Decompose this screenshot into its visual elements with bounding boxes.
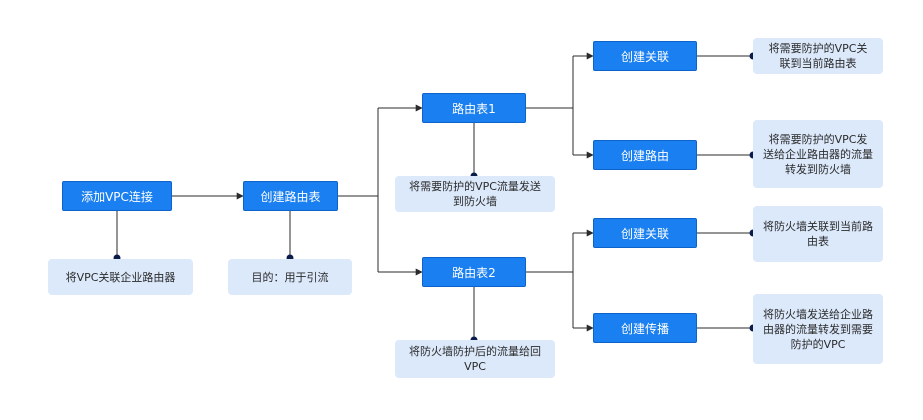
node-route-table-1[interactable]: 路由表1 bbox=[422, 93, 526, 123]
node-label: 路由表2 bbox=[452, 265, 496, 280]
node-label: 创建路由表 bbox=[260, 189, 321, 204]
node-add-vpc-connection[interactable]: 添加VPC连接 bbox=[62, 181, 172, 211]
note-create-association-2: 将防火墙关联到当前路 由表 bbox=[753, 206, 883, 262]
note-line: 转发到防火墙 bbox=[785, 162, 851, 176]
note-create-association-1: 将需要防护的VPC关 联到当前路由表 bbox=[753, 38, 883, 74]
node-create-association-1[interactable]: 创建关联 bbox=[593, 41, 697, 71]
node-label: 创建关联 bbox=[620, 49, 669, 64]
node-label: 创建传播 bbox=[620, 321, 669, 336]
note-line: 将防火墙关联到当前路 bbox=[763, 220, 873, 233]
node-label: 路由表1 bbox=[452, 101, 496, 116]
note-line: 将防火墙发送给企业路 bbox=[763, 307, 873, 321]
note-create-route: 将需要防护的VPC发 送给企业路由器的流量 转发到防火墙 bbox=[753, 120, 883, 188]
note-line: 目的：用于引流 bbox=[251, 270, 329, 284]
note-route-table-2: 将防火墙防护后的流量给回 VPC bbox=[395, 340, 555, 378]
note-line: 将需要防护的VPC关 bbox=[768, 42, 868, 55]
note-line: 到防火墙 bbox=[453, 195, 497, 208]
note-line: 将需要防护的VPC发 bbox=[768, 132, 868, 146]
node-label: 添加VPC连接 bbox=[81, 189, 153, 204]
note-create-propagation: 将防火墙发送给企业路 由器的流量转发到需要 防护的VPC bbox=[753, 294, 883, 364]
note-line: 将VPC关联企业路由器 bbox=[65, 270, 176, 284]
node-route-table-2[interactable]: 路由表2 bbox=[422, 257, 526, 287]
note-add-vpc: 将VPC关联企业路由器 bbox=[48, 259, 193, 295]
node-label: 创建关联 bbox=[620, 226, 669, 241]
note-line: 将需要防护的VPC流量发送 bbox=[409, 180, 541, 193]
node-create-propagation[interactable]: 创建传播 bbox=[593, 313, 697, 343]
node-create-association-2[interactable]: 创建关联 bbox=[593, 218, 697, 248]
note-route-table-1: 将需要防护的VPC流量发送 到防火墙 bbox=[395, 176, 555, 212]
note-line: 防护的VPC bbox=[790, 337, 846, 351]
node-create-route[interactable]: 创建路由 bbox=[593, 140, 697, 170]
note-line: 由表 bbox=[807, 235, 829, 248]
note-line: VPC bbox=[464, 360, 486, 373]
note-line: 联到当前路由表 bbox=[779, 57, 857, 70]
note-create-route-table: 目的：用于引流 bbox=[228, 259, 352, 295]
node-label: 创建路由 bbox=[620, 148, 669, 163]
note-line: 由器的流量转发到需要 bbox=[763, 322, 873, 336]
note-line: 送给企业路由器的流量 bbox=[763, 147, 873, 161]
note-line: 将防火墙防护后的流量给回 bbox=[409, 345, 541, 358]
node-create-route-table[interactable]: 创建路由表 bbox=[243, 181, 338, 211]
